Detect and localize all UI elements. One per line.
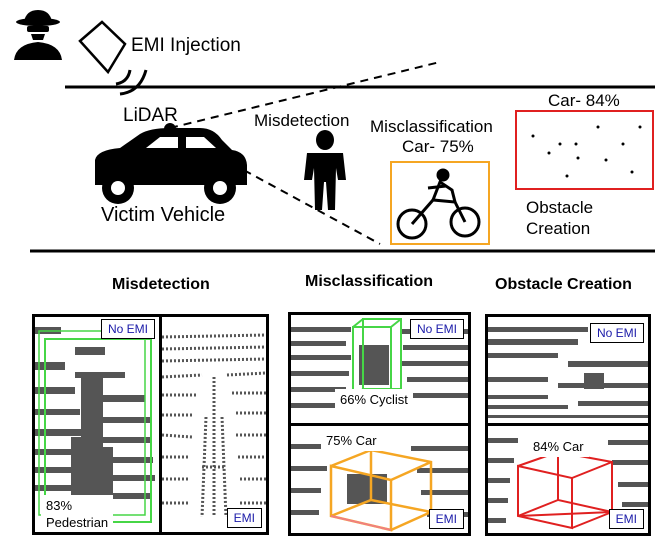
lidar-label: LiDAR xyxy=(123,105,178,126)
cyclist-icon xyxy=(396,168,481,240)
misclassification-scene-label: Misclassification xyxy=(370,117,493,136)
obstacle-no-emi-pointcloud xyxy=(488,327,648,418)
misclassification-title: Misclassification xyxy=(305,273,434,290)
obstacle-emi-view: 84% Car EMI xyxy=(488,426,648,533)
obstacle-scene-label-line1: Obstacle xyxy=(526,198,594,217)
lidar-beam-lower xyxy=(169,129,381,245)
misdetection-emi-pointcloud xyxy=(162,333,266,518)
misclassification-top-detection: 66% Cyclist xyxy=(335,389,413,410)
obstacle-scene-label-line2: Creation xyxy=(526,219,591,238)
misdetection-emi-view: EMI xyxy=(162,317,266,532)
emi-injection-label: EMI Injection xyxy=(131,35,241,56)
misclassification-no-emi-pointcloud xyxy=(291,318,468,408)
obstacle-emi-pointcloud xyxy=(488,438,648,530)
obstacle-bottom-detection: 84% Car xyxy=(528,436,589,457)
scene-graphics xyxy=(14,10,655,253)
misdetection-scene-label: Misdetection xyxy=(254,111,350,130)
misdetection-no-emi-view: No EMI 83% Pedestrian xyxy=(35,317,162,532)
obstacle-no-emi-view: No EMI xyxy=(488,317,648,426)
misdetection-no-emi-tag: No EMI xyxy=(100,319,155,339)
lidar-sensor-icon xyxy=(164,123,176,135)
victim-vehicle-label: Victim Vehicle xyxy=(101,204,226,226)
lidar-beam-upper xyxy=(169,61,441,129)
misdetection-emi-tag: EMI xyxy=(226,508,262,528)
misclassification-no-emi-tag: No EMI xyxy=(409,319,464,339)
misclassification-bottom-detection: 75% Car xyxy=(321,430,382,451)
obstacle-no-emi-tag: No EMI xyxy=(589,323,644,343)
emi-wave-icon xyxy=(115,69,148,96)
attacker-icon xyxy=(14,10,62,60)
misclassification-value: Car- 75% xyxy=(402,137,474,156)
obstacle-value: Car- 84% xyxy=(548,91,620,110)
misclassification-emi-tag: EMI xyxy=(428,509,464,529)
misclassification-no-emi-view: No EMI 66% Cyclist xyxy=(291,315,468,426)
misdetection-panel: No EMI 83% Pedestrian EMI xyxy=(32,314,269,535)
misclassification-emi-view: 75% Car EMI xyxy=(291,426,468,533)
misdetection-detection-label: 83% Pedestrian xyxy=(41,495,114,532)
misclassification-panel: No EMI 66% Cyclist 75% Car EMI xyxy=(288,312,471,536)
misdetection-no-emi-pointcloud xyxy=(35,327,155,523)
misdetection-title: Misdetection xyxy=(112,276,210,293)
pedestrian-icon xyxy=(304,130,346,210)
obstacle-creation-title: Obstacle Creation xyxy=(495,276,632,293)
obstacle-points xyxy=(531,125,642,178)
obstacle-box xyxy=(515,110,654,190)
misdetection-detection-line1: 83% xyxy=(46,498,73,513)
emi-transmitter-icon xyxy=(78,20,127,75)
victim-vehicle-icon xyxy=(95,123,247,204)
obstacle-creation-panel: No EMI 84% Car EMI xyxy=(485,314,651,536)
obstacle-emi-tag: EMI xyxy=(608,509,644,529)
misdetection-detection-line2: Pedestrian xyxy=(46,515,109,530)
